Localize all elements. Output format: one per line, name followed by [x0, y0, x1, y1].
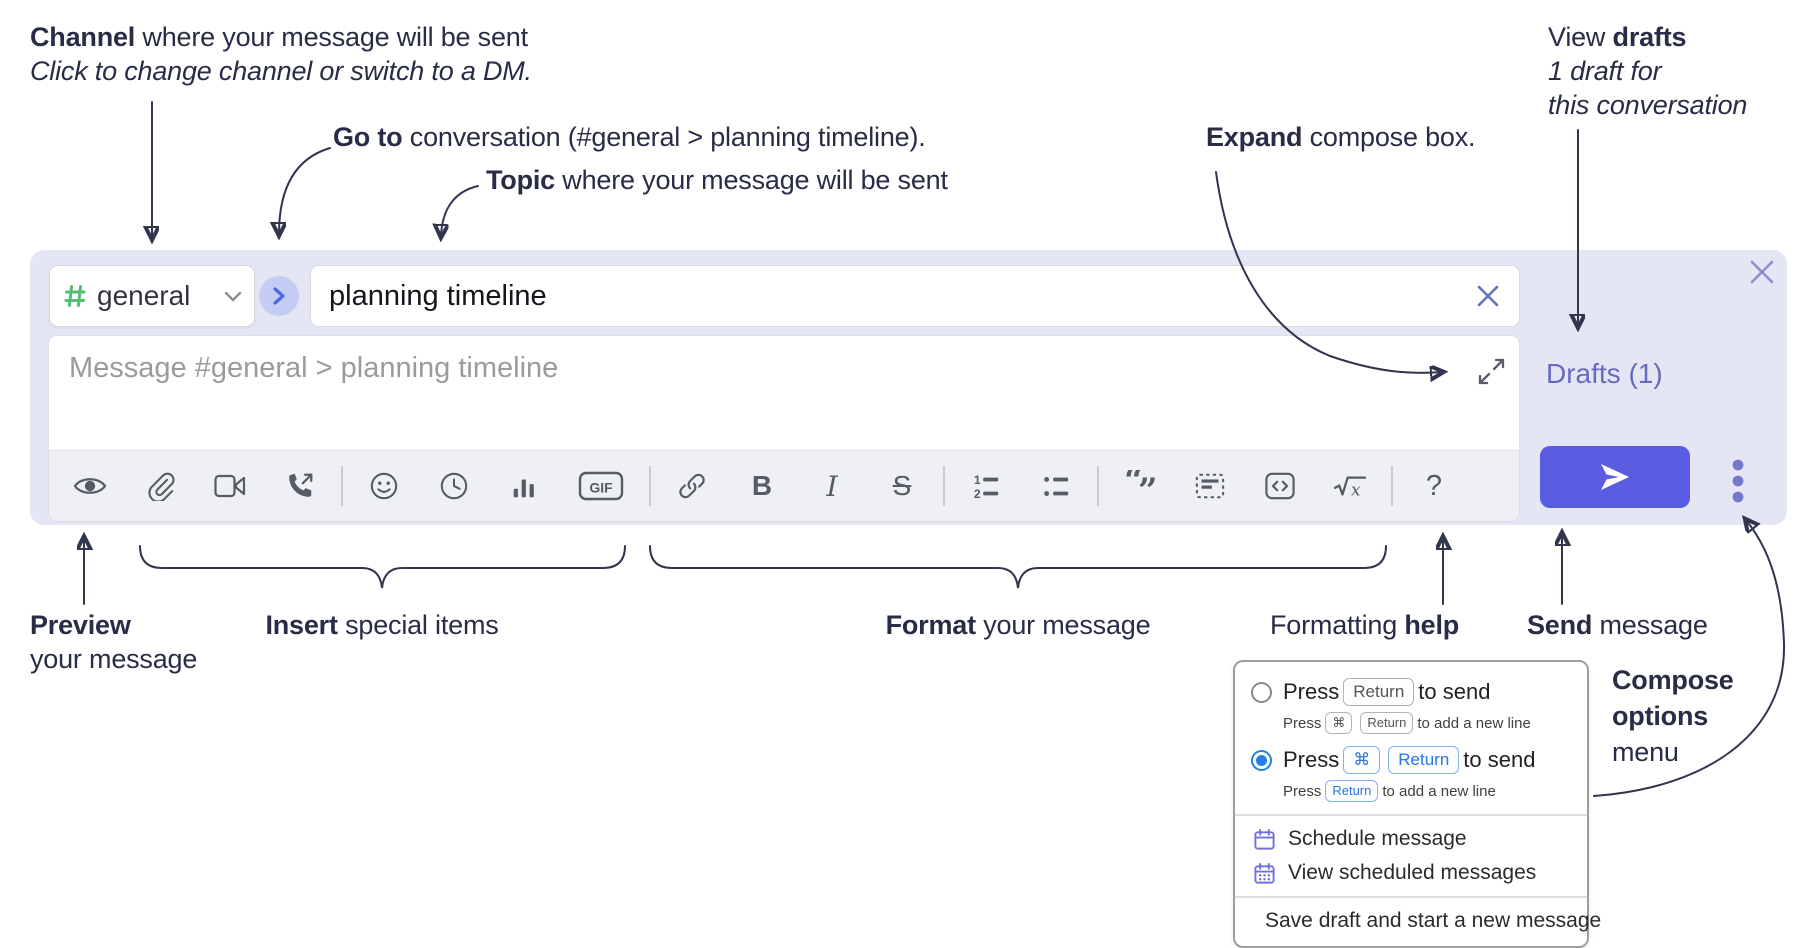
key-return: Return — [1360, 712, 1414, 734]
compose-options-menu: Press Return to send Press ⌘ Return to a… — [1233, 660, 1601, 948]
key-cmd: ⌘ — [1343, 746, 1381, 774]
svg-text:2: 2 — [974, 487, 981, 501]
bulleted-list-icon[interactable] — [1021, 458, 1091, 514]
menu-option-enter-sends[interactable]: Press Return to send Press ⌘ Return to a… — [1251, 678, 1571, 734]
toolbar-divider — [943, 466, 945, 506]
annotation-expand: Expand compose box. — [1206, 122, 1476, 152]
chevron-down-icon — [224, 291, 242, 302]
annotation-channel: Channel where your message will be sent … — [30, 22, 532, 86]
italic-icon[interactable]: I — [826, 469, 838, 503]
annotation-preview: Preview your message — [30, 610, 198, 674]
send-icon — [1601, 464, 1629, 490]
message-textarea[interactable]: Message #general > planning timeline — [49, 336, 1519, 450]
menu-item-save-draft-new-message[interactable]: Save draft and start a new message — [1251, 904, 1601, 938]
annotation-goto: Go to conversation (#general > planning … — [333, 122, 926, 152]
poll-icon[interactable] — [489, 458, 559, 514]
link-icon[interactable] — [657, 458, 727, 514]
annotation-insert: Insert special items — [265, 610, 499, 640]
compose-options-menu-button[interactable] — [1718, 456, 1758, 508]
channel-selector[interactable]: general — [49, 265, 255, 327]
bold-icon[interactable]: B — [751, 470, 773, 501]
menu-divider — [1235, 814, 1587, 816]
video-call-icon[interactable] — [195, 458, 265, 514]
annotation-send: Send message — [1527, 610, 1708, 640]
chevron-right-icon — [273, 287, 285, 305]
svg-text:x: x — [1351, 479, 1361, 499]
toolbar-divider — [1097, 466, 1099, 506]
menu-item-view-scheduled-messages[interactable]: View scheduled messages — [1251, 856, 1571, 890]
svg-text:“: “ — [1124, 470, 1144, 501]
svg-text:GIF: GIF — [589, 480, 613, 496]
compose-box: general planning timeline Message #gener… — [30, 250, 1787, 525]
help-icon[interactable]: ? — [1425, 469, 1443, 502]
menu-item-schedule-message[interactable]: Schedule message — [1251, 822, 1571, 856]
time-icon[interactable] — [419, 458, 489, 514]
quote-icon[interactable]: “” — [1105, 458, 1175, 514]
close-compose-icon[interactable] — [1748, 258, 1776, 286]
strikethrough-icon[interactable]: S — [892, 470, 912, 501]
svg-text:1: 1 — [974, 473, 981, 487]
annotation-compose-options: Compose options menu — [1612, 665, 1734, 767]
attach-file-icon[interactable] — [125, 458, 195, 514]
topic-input[interactable]: planning timeline — [310, 265, 1520, 327]
clear-topic-icon[interactable] — [1475, 283, 1501, 309]
key-return: Return — [1325, 780, 1379, 802]
topic-value: planning timeline — [329, 279, 547, 312]
expand-compose-icon[interactable] — [1478, 358, 1505, 385]
annotation-formatting-help: Formatting help — [1270, 610, 1460, 640]
toolbar-divider — [1391, 466, 1393, 506]
math-icon[interactable]: x — [1315, 458, 1385, 514]
toolbar-divider — [341, 466, 343, 506]
preview-icon[interactable] — [55, 458, 125, 514]
radio-unselected-icon[interactable] — [1251, 682, 1272, 703]
channel-hash-icon — [64, 285, 86, 307]
emoji-icon[interactable] — [349, 458, 419, 514]
gif-icon[interactable]: GIF — [559, 458, 643, 514]
calendar-icon — [1254, 828, 1275, 850]
calendar-days-icon — [1254, 862, 1275, 884]
annotation-topic: Topic where your message will be sent — [486, 165, 948, 195]
toolbar-divider — [649, 466, 651, 506]
voice-call-icon[interactable] — [265, 458, 335, 514]
menu-option-cmd-enter-sends[interactable]: Press ⌘ Return to send Press Return to a… — [1251, 746, 1571, 802]
send-button[interactable] — [1540, 446, 1690, 508]
compose-card: Message #general > planning timeline — [48, 335, 1520, 522]
annotation-view-drafts: View drafts 1 draft for this conversatio… — [1548, 22, 1748, 120]
message-placeholder: Message #general > planning timeline — [69, 352, 559, 384]
key-return: Return — [1343, 678, 1415, 706]
radio-selected-icon[interactable] — [1251, 750, 1272, 771]
channel-name: general — [97, 280, 191, 311]
spoiler-icon[interactable] — [1175, 458, 1245, 514]
go-to-conversation-button[interactable] — [259, 276, 299, 316]
key-return: Return — [1388, 746, 1460, 774]
svg-text:”: ” — [1138, 471, 1157, 502]
annotation-format: Format your message — [885, 610, 1151, 640]
vertical-dots-icon — [1732, 459, 1744, 503]
key-cmd: ⌘ — [1325, 712, 1353, 734]
code-icon[interactable] — [1245, 458, 1315, 514]
drafts-link[interactable]: Drafts (1) — [1546, 358, 1663, 389]
menu-divider — [1235, 896, 1587, 898]
